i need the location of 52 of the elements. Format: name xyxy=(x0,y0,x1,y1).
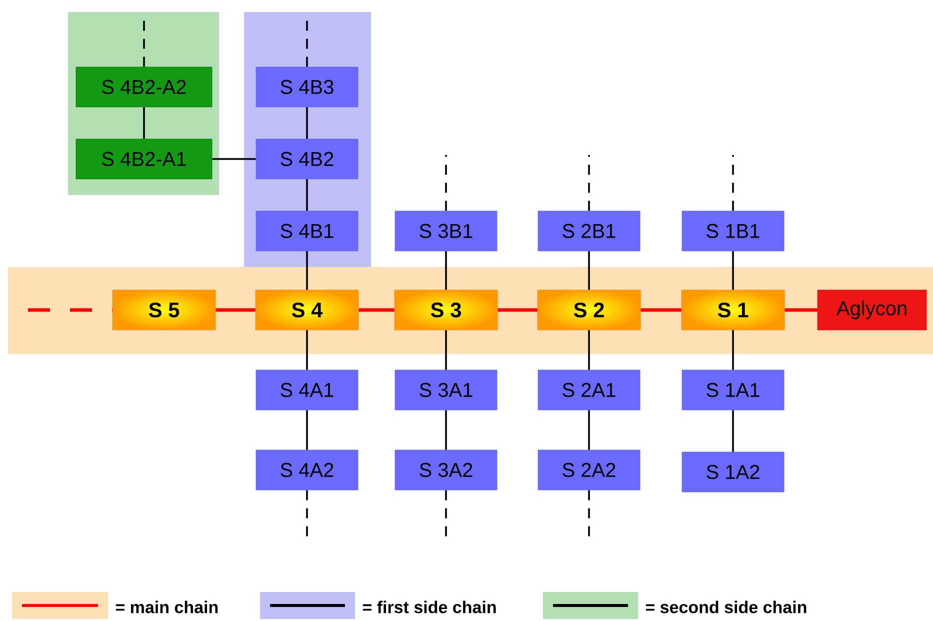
legend-text: = first side chain xyxy=(362,600,496,614)
sugar-box: S 1A1 xyxy=(682,370,784,410)
sugar-box: S 2B1 xyxy=(538,210,640,252)
sugar-box: S 4B1 xyxy=(256,210,358,252)
chain-line xyxy=(784,308,818,312)
sugar-box: S 2A1 xyxy=(538,370,640,410)
chain-line xyxy=(358,308,394,312)
main-chain-box: S 4 xyxy=(255,290,359,330)
main-chain-box: S 2 xyxy=(537,290,641,330)
chain-line xyxy=(143,107,145,139)
chain-line xyxy=(732,330,734,370)
sugar-box: S 3A2 xyxy=(394,450,498,490)
sugar-box: S 4A2 xyxy=(256,450,358,490)
chain-line xyxy=(306,410,308,450)
chain-line xyxy=(445,410,447,450)
chain-line xyxy=(588,251,590,290)
chain-line xyxy=(306,179,308,211)
chain-line xyxy=(732,155,734,211)
legend-text: = second side chain xyxy=(646,600,806,614)
chain-line xyxy=(306,20,308,67)
sugar-box: S 1B1 xyxy=(682,210,784,252)
sugar-box: S 3B1 xyxy=(394,210,498,252)
chain-line xyxy=(28,308,112,312)
chain-line xyxy=(588,330,590,370)
sugar-box: S 4A1 xyxy=(256,370,358,410)
sugar-box: S 2A2 xyxy=(538,450,640,490)
aglycon-box: Aglycon xyxy=(817,290,927,330)
chain-line xyxy=(732,410,734,452)
main-chain-box: S 5 xyxy=(112,290,216,330)
sugar-box: S 4B3 xyxy=(256,66,358,108)
chain-line xyxy=(588,410,590,450)
sugar-box: S 4B2 xyxy=(256,138,358,180)
chain-line xyxy=(640,308,682,312)
chain-line xyxy=(306,107,308,139)
chain-line xyxy=(445,155,447,211)
sugar-box: S 4B2-A2 xyxy=(76,66,212,108)
legend-text: = main chain xyxy=(116,600,218,614)
chain-line xyxy=(216,308,256,312)
chain-line xyxy=(445,330,447,370)
main-chain-box: S 3 xyxy=(394,290,498,330)
sugar-box: S 3A1 xyxy=(394,370,498,410)
chain-line xyxy=(212,158,256,160)
chain-line xyxy=(306,251,308,290)
sugar-box: S 4B2-A1 xyxy=(76,138,212,180)
sugar-box: S 1A2 xyxy=(682,452,784,492)
chain-line xyxy=(732,251,734,290)
chain-line xyxy=(498,308,538,312)
chain-line xyxy=(143,20,145,67)
chain-line xyxy=(306,330,308,370)
chain-line xyxy=(445,251,447,290)
main-chain-box: S 1 xyxy=(681,290,785,330)
chain-line xyxy=(588,155,590,211)
